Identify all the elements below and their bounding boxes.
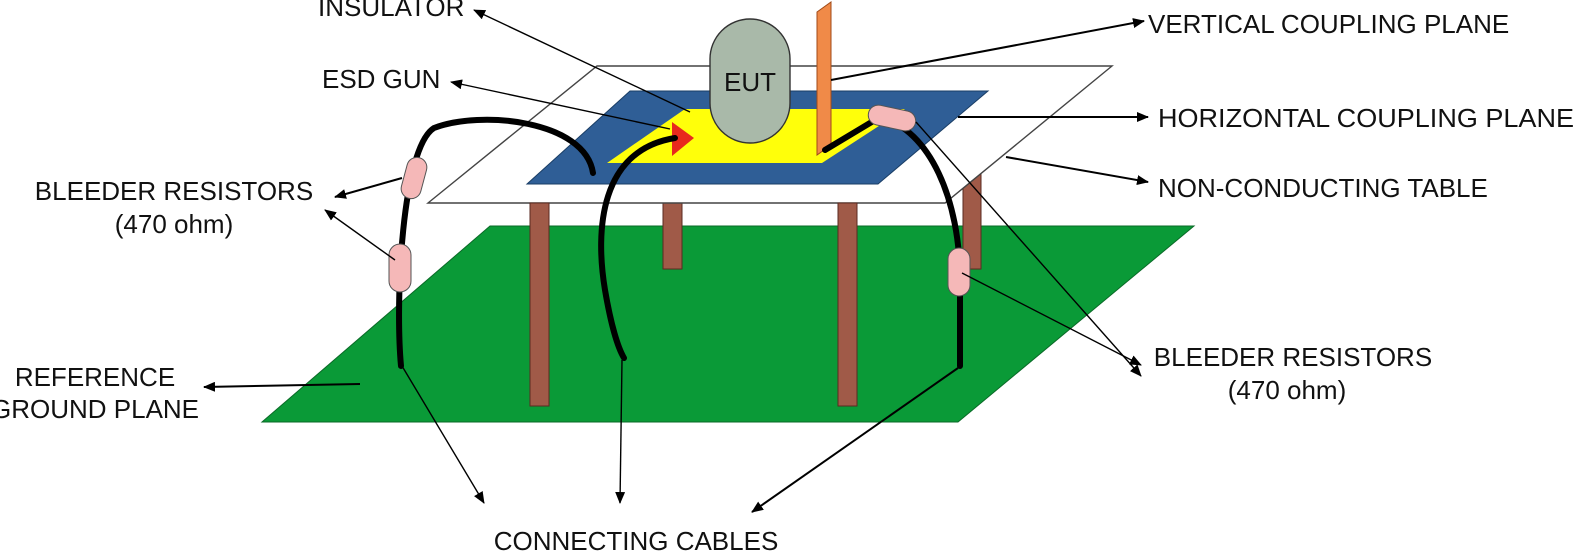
label-connecting-cables: CONNECTING CABLES <box>494 526 779 554</box>
label-non-conducting-table: NON-CONDUCTING TABLE <box>1158 173 1488 203</box>
arrow-bleeder-left-b <box>324 209 396 261</box>
label-reference-line1: REFERENCE <box>15 362 175 392</box>
arrow-non-conducting-table <box>1005 156 1149 186</box>
label-bleeder-left-line2: (470 ohm) <box>115 209 234 239</box>
bleeder-resistor-right-lower <box>947 247 971 297</box>
table-leg-front-left <box>529 202 550 407</box>
bleeder-resistor-right-upper <box>867 104 917 132</box>
cable-middle <box>598 135 678 361</box>
bleeder-resistor-left-upper <box>400 156 428 200</box>
label-bleeder-left-line1: BLEEDER RESISTORS <box>35 176 313 206</box>
label-vertical-coupling-plane: VERTICAL COUPLING PLANE <box>1148 9 1509 39</box>
label-horizontal-coupling-plane: HORIZONTAL COUPLING PLANE <box>1158 103 1574 133</box>
arrow-cable-middle <box>615 359 626 504</box>
table-leg-back-left <box>662 201 683 270</box>
esd-gun-tip <box>672 122 694 156</box>
table-leg-front-right <box>837 202 858 407</box>
eut-label: EUT <box>724 67 776 97</box>
arrow-cable-right <box>751 367 959 513</box>
label-reference-line2: GROUND PLANE <box>0 394 199 424</box>
arrow-cable-left <box>401 365 485 504</box>
arrow-bleeder-right-b <box>961 272 1142 366</box>
eut-box <box>709 18 791 144</box>
arrow-bleeder-right-a <box>915 121 1142 377</box>
arrow-insulator <box>473 9 691 113</box>
arrow-esd-gun <box>450 79 671 130</box>
arrow-reference-ground-plane <box>203 381 361 392</box>
leader-arrows <box>203 9 1149 513</box>
arrow-vertical-coupling-plane <box>830 18 1145 81</box>
label-bleeder-right-line2: (470 ohm) <box>1228 375 1347 405</box>
vertical-coupling-plane <box>816 1 832 156</box>
label-bleeder-right-line1: BLEEDER RESISTORS <box>1154 342 1432 372</box>
bleeder-resistor-left-lower <box>388 243 412 293</box>
label-insulator: INSULATOR <box>318 0 464 22</box>
arrow-bleeder-left-a <box>334 177 403 199</box>
label-esd-gun: ESD GUN <box>322 64 440 94</box>
